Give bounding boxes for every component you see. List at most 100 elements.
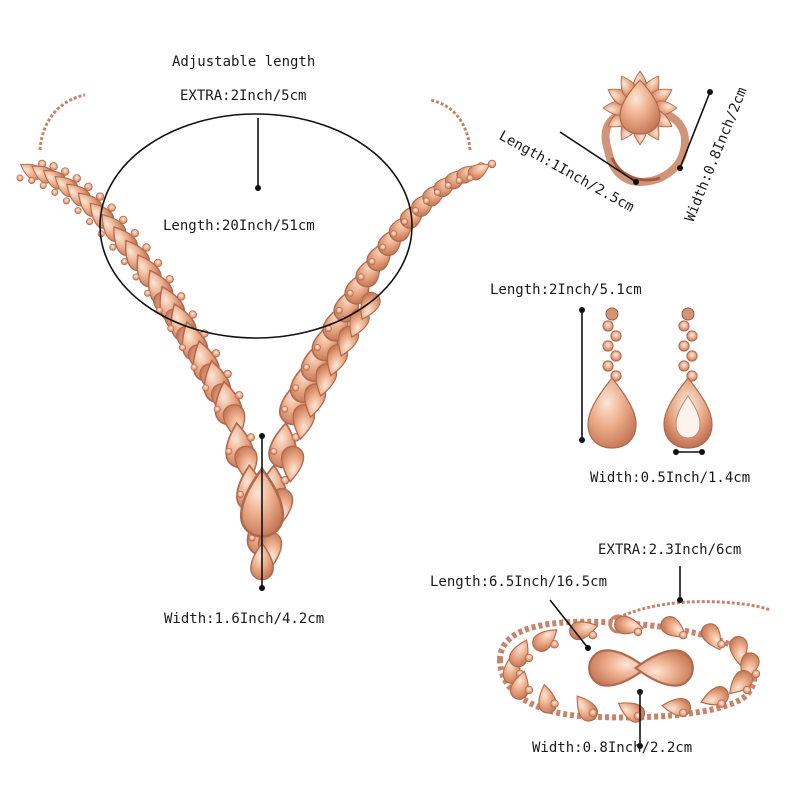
bracelet-bead bbox=[742, 685, 752, 695]
bracelet-gem bbox=[535, 682, 559, 715]
necklace-bead bbox=[144, 289, 152, 297]
bracelet-bead bbox=[717, 640, 726, 649]
necklace-bead bbox=[368, 258, 376, 266]
necklace-bead bbox=[132, 273, 140, 281]
earring-bead bbox=[678, 340, 690, 352]
bracelet-width-label: Width:0.8Inch/2.2cm bbox=[532, 740, 693, 756]
necklace-bead bbox=[225, 447, 233, 455]
necklace-bead bbox=[28, 176, 36, 184]
ring-length-line bbox=[559, 131, 637, 183]
necklace-bead bbox=[270, 447, 278, 455]
bracelet-bead bbox=[678, 630, 688, 640]
necklace-bead bbox=[84, 182, 93, 192]
earring-bead bbox=[602, 320, 614, 332]
earring-bead bbox=[686, 330, 698, 342]
bracelet-length-label: Length:6.5Inch/16.5cm bbox=[430, 574, 608, 590]
necklace-bead bbox=[120, 258, 128, 266]
bracelet-gem bbox=[697, 620, 729, 655]
necklace-bead bbox=[142, 243, 151, 252]
necklace-bead bbox=[302, 363, 311, 371]
bracelet-length-line bbox=[549, 599, 589, 649]
necklace-bead bbox=[235, 391, 244, 400]
necklace-bead bbox=[444, 182, 452, 190]
earring-bead bbox=[610, 330, 622, 342]
earring-bead bbox=[602, 360, 614, 372]
necklace-bead bbox=[223, 369, 232, 379]
necklace-bead bbox=[51, 188, 59, 196]
bracelet-center-gem bbox=[634, 649, 694, 687]
earring-bead bbox=[678, 320, 690, 332]
necklace-bead bbox=[281, 405, 289, 413]
bracelet-bead bbox=[588, 708, 598, 718]
necklace-bead bbox=[39, 182, 47, 190]
necklace-bead bbox=[202, 384, 210, 392]
necklace-bead bbox=[109, 243, 117, 251]
necklace-bead bbox=[60, 167, 70, 176]
necklace-bead bbox=[177, 292, 186, 301]
necklace bbox=[16, 93, 497, 581]
necklace-bead bbox=[118, 215, 128, 225]
necklace-bead bbox=[153, 258, 163, 268]
necklace-bead bbox=[211, 349, 221, 358]
necklace-bead bbox=[213, 405, 221, 413]
bracelet bbox=[496, 600, 771, 726]
necklace-bead bbox=[292, 384, 300, 392]
necklace-bead bbox=[422, 197, 430, 205]
necklace-bead bbox=[433, 188, 441, 196]
necklace-bead bbox=[190, 363, 198, 371]
necklace-bead bbox=[246, 433, 255, 442]
necklace-bead bbox=[95, 192, 105, 201]
necklace-bead bbox=[390, 230, 398, 238]
necklace-bead bbox=[188, 310, 197, 319]
necklace-bead bbox=[455, 176, 463, 184]
necklace-bead bbox=[130, 229, 139, 238]
earring-left bbox=[587, 307, 637, 449]
necklace-bead bbox=[178, 344, 186, 352]
necklace-adjustable-label: Adjustable length bbox=[172, 54, 316, 70]
necklace-bead bbox=[49, 162, 58, 171]
necklace-bead bbox=[74, 207, 82, 215]
bracelet-bead bbox=[550, 699, 559, 708]
necklace-bead bbox=[379, 243, 387, 251]
necklace-bead bbox=[167, 325, 175, 333]
bracelet-bead bbox=[524, 653, 534, 663]
necklace-bead bbox=[72, 174, 82, 183]
necklace-width-label: Width:1.6Inch/4.2cm bbox=[164, 611, 325, 627]
necklace-extra-label: EXTRA:2Inch/5cm bbox=[180, 88, 307, 104]
bracelet-bead bbox=[524, 685, 534, 695]
bracelet-gem bbox=[613, 695, 649, 726]
bracelet-bead bbox=[678, 708, 688, 718]
bracelet-bead bbox=[633, 627, 643, 637]
necklace-bead bbox=[357, 273, 365, 281]
bracelet-bead bbox=[550, 640, 559, 649]
necklace-bead bbox=[107, 203, 116, 212]
necklace-bead bbox=[411, 207, 420, 215]
ring-width-line bbox=[679, 91, 711, 169]
earring-right bbox=[663, 307, 713, 449]
earring-bead bbox=[678, 360, 690, 372]
bracelet-extra-label: EXTRA:2.3Inch/6cm bbox=[598, 542, 742, 558]
earring-length-label: Length:2Inch/5.1cm bbox=[490, 282, 642, 298]
earring-bead bbox=[602, 340, 614, 352]
earring-bead bbox=[686, 350, 698, 362]
necklace-bead bbox=[401, 218, 409, 226]
necklace-bead bbox=[236, 490, 244, 498]
necklace-length-label: Length:20Inch/51cm bbox=[163, 218, 315, 234]
necklace-bead bbox=[346, 289, 354, 297]
necklace-bead bbox=[466, 174, 474, 182]
necklace-bead bbox=[86, 218, 94, 226]
earring-bead bbox=[610, 350, 622, 362]
bracelet-bead bbox=[751, 669, 761, 679]
earring-width-label: Width:0.5Inch/1.4cm bbox=[590, 470, 751, 486]
necklace-bead bbox=[62, 197, 70, 205]
necklace-bead bbox=[335, 306, 343, 314]
necklace-bead bbox=[313, 344, 321, 352]
necklace-length-circle bbox=[99, 113, 413, 339]
necklace-bead bbox=[165, 275, 174, 284]
necklace-bead bbox=[16, 174, 24, 182]
bracelet-bead bbox=[588, 630, 598, 640]
bracelet-gem bbox=[569, 690, 602, 726]
ring bbox=[601, 70, 690, 187]
